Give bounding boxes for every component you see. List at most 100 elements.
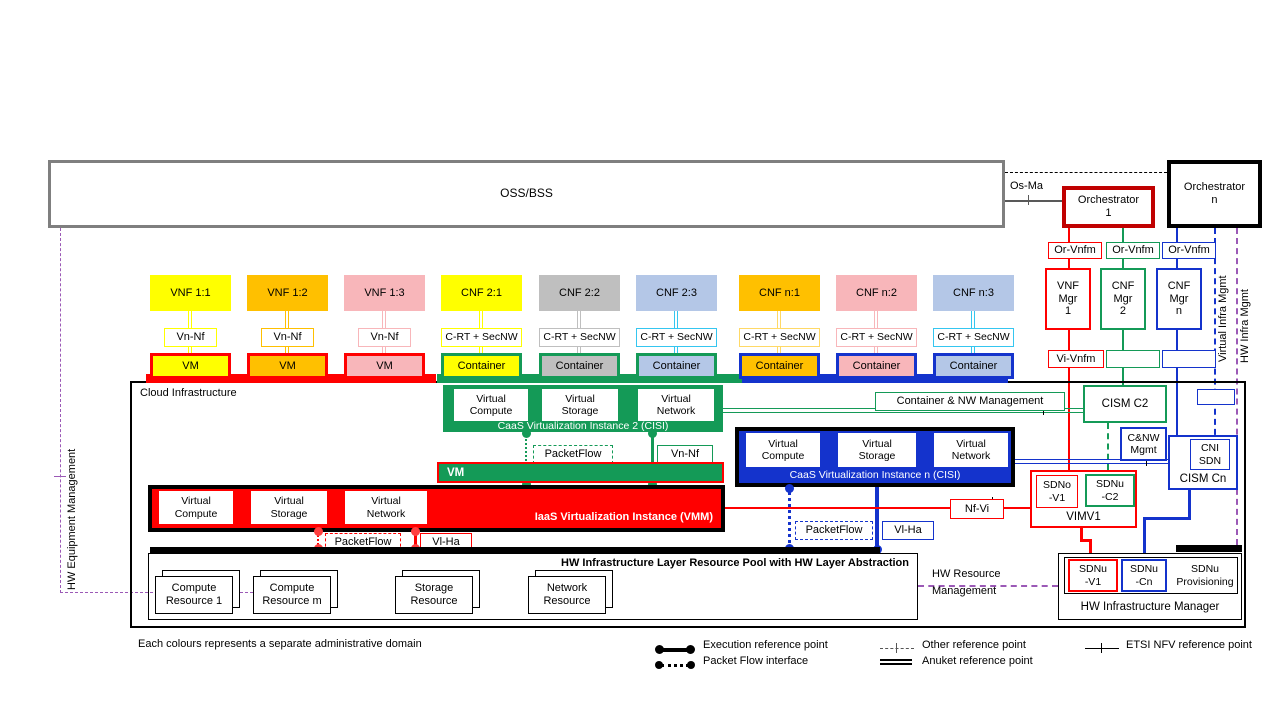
vimv1-to-sdnu-v1-line-2 — [1080, 539, 1092, 542]
nf-column-cnfn3: CNF n:3 C-RT + SecNW Container — [933, 275, 1014, 380]
cnfn3-crt-secnw-label: C-RT + SecNW — [933, 328, 1014, 347]
other-ref-icon — [880, 641, 914, 653]
sdnu-cn-box: SDNu -Cn — [1121, 559, 1167, 592]
sdnu-v1-box: SDNu -V1 — [1068, 559, 1118, 592]
vnf12-vn-nf-label: Vn-Nf — [261, 328, 314, 347]
nf-vi-label: Nf-Vi — [950, 499, 1004, 519]
cnfn1-container-box: Container — [739, 353, 820, 379]
hw-infra-manager-label: HW Infrastructure Manager — [1080, 601, 1220, 613]
nf-column-cnfn1: CNF n:1 C-RT + SecNW Container — [739, 275, 820, 380]
caasn-virtual-storage: Virtual Storage — [837, 432, 917, 468]
sdnu-c2-box: SDNu -C2 — [1085, 474, 1135, 507]
packetflow-green-label: PacketFlow — [533, 445, 613, 464]
packetflow-red-line — [317, 532, 319, 549]
vimv1-box: SDNo -V1 SDNu -C2 VIMV1 — [1030, 470, 1137, 528]
cnfn3-box: CNF n:3 — [933, 275, 1014, 311]
sdnu-provisioning-label: SDNu Provisioning — [1176, 563, 1234, 588]
caasn-virtual-compute: Virtual Compute — [745, 432, 821, 468]
virtual-infra-mgmt-label: Virtual Infra Mgmt — [1217, 275, 1229, 362]
vnf13-vm-box: VM — [344, 353, 425, 379]
empty-green-ref-box — [1106, 350, 1160, 368]
vi-vnfm-label: Vi-Vnfm — [1048, 350, 1104, 368]
packetflow-blue-line — [788, 487, 791, 549]
caasn-cism-anuket-line — [1015, 459, 1168, 464]
hw-infra-mgmt-dashed-line — [1236, 228, 1238, 545]
vimv1-label: VIMV1 — [1066, 511, 1101, 523]
cnf22-crt-secnw-label: C-RT + SecNW — [539, 328, 620, 347]
vl-ha-blue-line — [875, 487, 879, 551]
packetflow-blue-label: PacketFlow — [795, 521, 873, 540]
cism-cn-label: CISM Cn — [1179, 473, 1227, 485]
cnf22-container-box: Container — [539, 353, 620, 379]
vnf-mgr-1-box: VNF Mgr 1 — [1045, 268, 1091, 330]
cnfn1-box: CNF n:1 — [739, 275, 820, 311]
vl-ha-red-dot-top — [411, 527, 420, 536]
empty-blue-box-topright — [1197, 389, 1235, 405]
cism-cn-box: CNI SDN CISM Cn — [1168, 435, 1238, 490]
cism-c2-box: CISM C2 — [1083, 385, 1167, 423]
cnf21-crt-secnw-label: C-RT + SecNW — [441, 328, 522, 347]
container-nw-mgmt-label: Container & NW Management — [875, 392, 1065, 411]
legend-execution-label: Execution reference point — [703, 639, 828, 651]
cnf23-crt-secnw-label: C-RT + SecNW — [636, 328, 717, 347]
oss-bss-box: OSS/BSS — [48, 160, 1005, 228]
vimv1-to-sdnu-v1-line-1 — [1080, 528, 1083, 541]
cnfn1-crt-secnw-label: C-RT + SecNW — [739, 328, 820, 347]
hw-resource-mgmt-line — [918, 585, 1058, 587]
orvnfm-blue-line — [1176, 228, 1178, 435]
hw-pool-title: HW Infrastructure Layer Resource Pool wi… — [561, 557, 909, 569]
cnf-mgr-n-box: CNF Mgr n — [1156, 268, 1202, 330]
packetflow-red-dot-top — [314, 527, 323, 536]
cni-sdn-box: CNI SDN — [1190, 439, 1230, 470]
etsi-ref-icon — [1085, 641, 1119, 653]
hw-resource-mgmt-label: HW Resource Management — [932, 568, 1001, 597]
caasn-box: Virtual Compute Virtual Storage Virtual … — [735, 427, 1015, 487]
c-nw-mgmt-box: C&NW Mgmt — [1120, 427, 1167, 461]
hw-infra-mgmt-label: HW Infra Mgmt — [1239, 289, 1251, 363]
legend-note: Each colours represents a separate admin… — [138, 638, 422, 650]
nf-column-vnf11: VNF 1:1 Vn-Nf VM — [150, 275, 231, 380]
vn-nf-green-dot-bottom — [648, 480, 657, 489]
or-vnfm-label-blue: Or-Vnfm — [1162, 242, 1216, 259]
hw-infra-manager-inner-box — [1064, 557, 1238, 594]
sdnu-provisioning-bar — [1176, 545, 1242, 552]
nf-column-vnf12: VNF 1:2 Vn-Nf VM — [247, 275, 328, 380]
nf-column-cnf23: CNF 2:3 C-RT + SecNW Container — [636, 275, 717, 380]
packetflow-green-dot-top — [522, 429, 531, 438]
compute-resource-m: Compute Resource m — [253, 576, 331, 614]
os-ma-etsi-tick — [1028, 195, 1029, 205]
cnf21-box: CNF 2:1 — [441, 275, 522, 311]
iaas-virtual-compute: Virtual Compute — [158, 490, 234, 525]
caas2-title: CaaS Virtualization Instance 2 (CISI) — [497, 419, 669, 432]
cnf22-box: CNF 2:2 — [539, 275, 620, 311]
cism-cn-to-sdnu-cn-line-2 — [1143, 517, 1191, 520]
os-ma-label: Os-Ma — [1010, 180, 1043, 192]
packetflow-green-line — [525, 432, 527, 485]
hw-abstraction-bar — [150, 547, 880, 553]
hw-equipment-mgmt-label: HW Equipment Management — [66, 448, 78, 590]
hw-pool-box: HW Infrastructure Layer Resource Pool wi… — [148, 553, 918, 620]
vl-ha-red-line — [414, 532, 417, 550]
vnf11-vm-box: VM — [150, 353, 231, 379]
hw-equipment-mgmt-line-v — [60, 228, 61, 593]
os-ma-line — [1005, 200, 1062, 202]
hw-infra-manager-box: SDNu -V1 SDNu -Cn SDNu Provisioning HW I… — [1058, 553, 1242, 620]
vn-nf-green-dot-top — [648, 429, 657, 438]
network-resource: Network Resource — [528, 576, 606, 614]
sdno-v1-box: SDNo -V1 — [1036, 475, 1078, 508]
caas2-virtual-storage: Virtual Storage — [541, 388, 619, 422]
vnf11-vn-nf-label: Vn-Nf — [164, 328, 217, 347]
caasn-virtual-network: Virtual Network — [933, 432, 1009, 468]
nf-column-cnfn2: CNF n:2 C-RT + SecNW Container — [836, 275, 917, 380]
nf-column-vnf13: VNF 1:3 Vn-Nf VM — [344, 275, 425, 380]
empty-blue-ref-box — [1162, 350, 1216, 368]
iaas-virtual-network: Virtual Network — [344, 490, 428, 525]
hw-equipment-mgmt-tick — [54, 476, 66, 477]
vl-ha-blue-label: Vl-Ha — [882, 521, 934, 540]
legend-other-label: Other reference point — [922, 639, 1026, 651]
nf-vi-line — [725, 507, 1030, 509]
oss-to-orchestrator-n-dashed-line — [1005, 172, 1167, 173]
vnf11-box: VNF 1:1 — [150, 275, 231, 311]
vn-nf-green-line — [651, 432, 654, 485]
anuket-ref-icon — [880, 659, 912, 665]
